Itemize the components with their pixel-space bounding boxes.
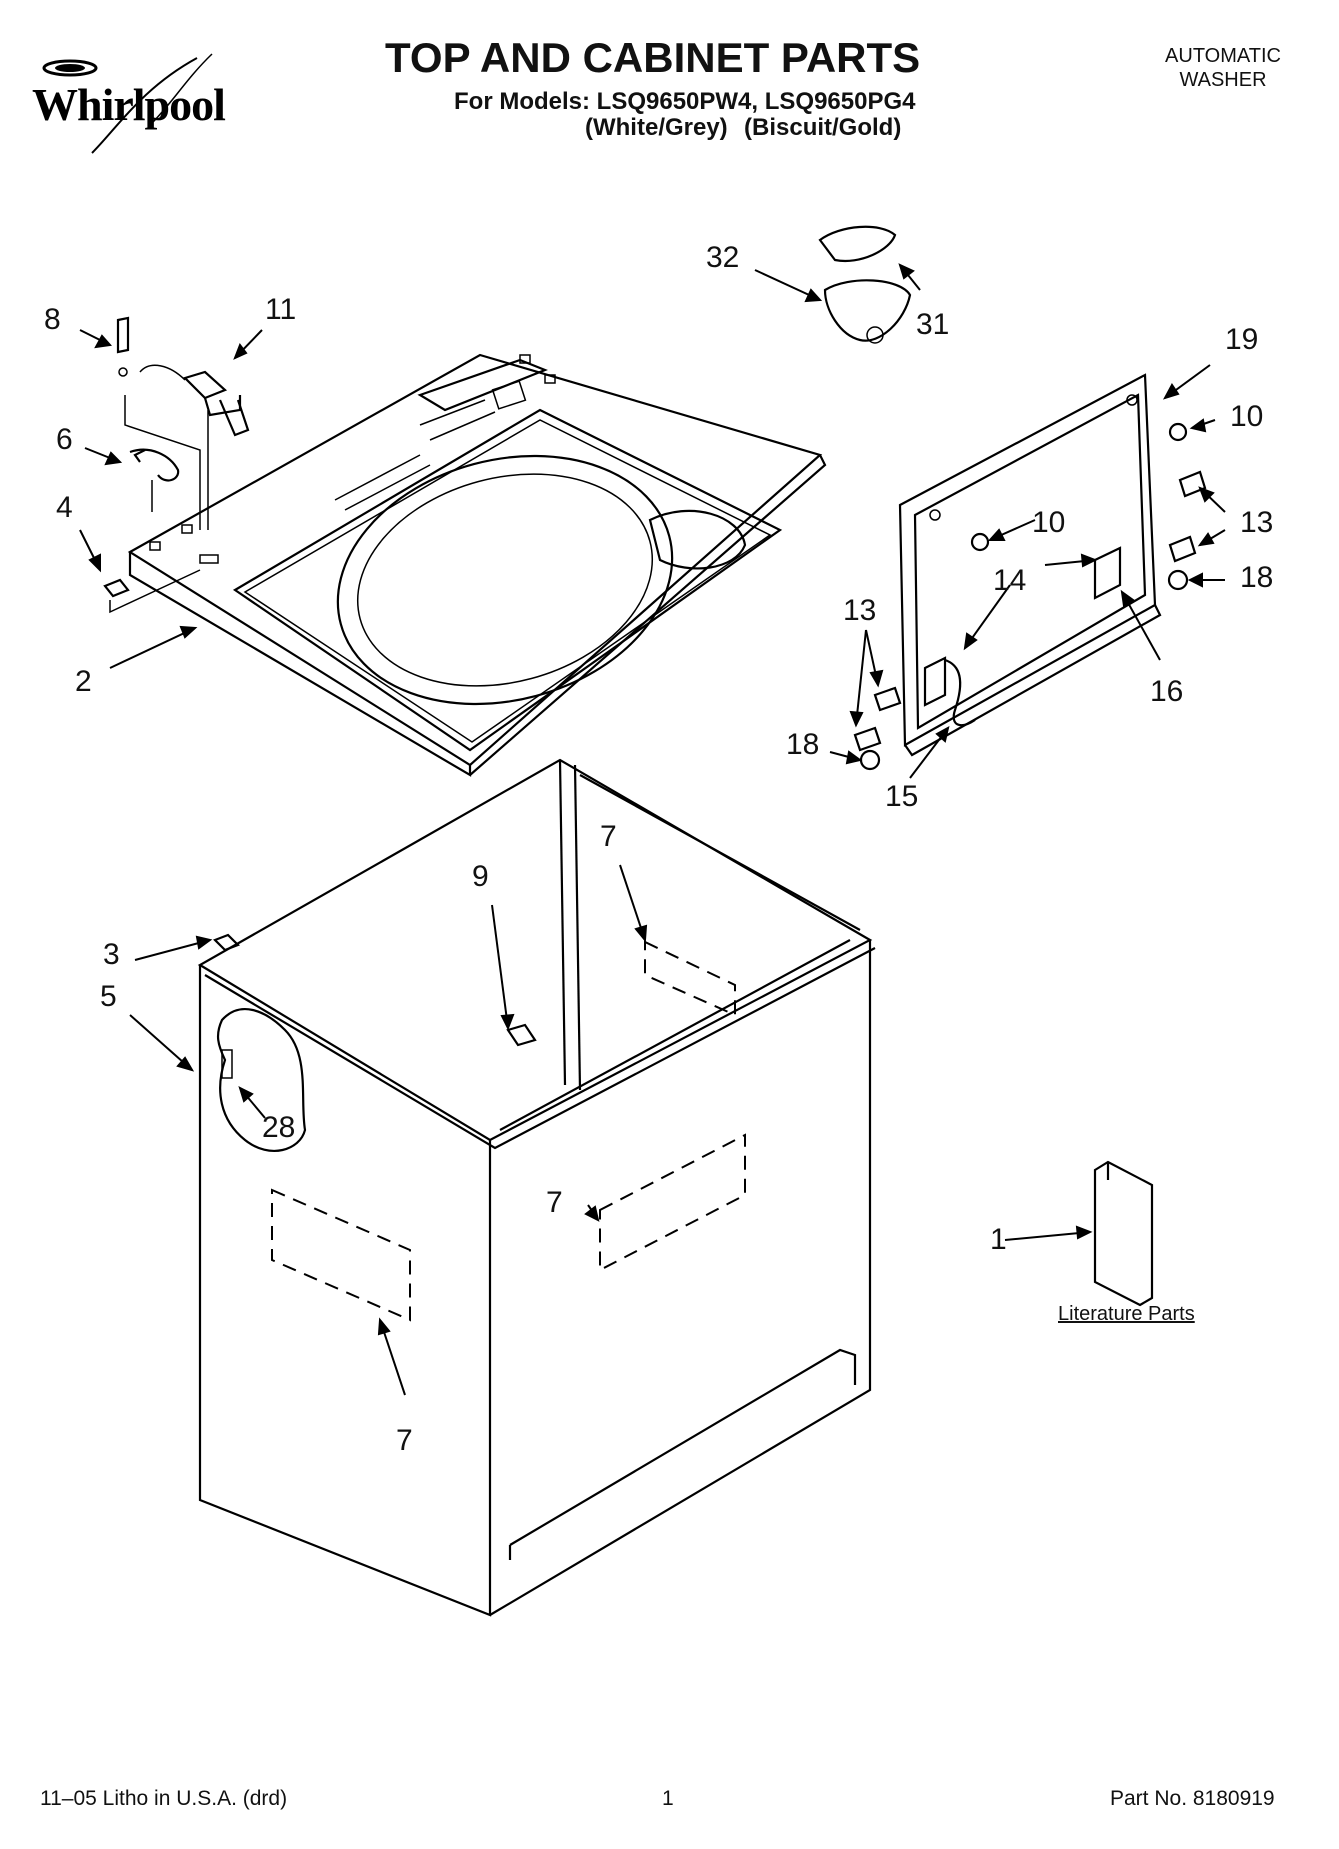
callout-8: 8: [44, 303, 61, 336]
appliance-type-line-2: WASHER: [1179, 69, 1267, 91]
top-panel: [127, 353, 827, 777]
footer-page-number: 1: [662, 1787, 674, 1810]
callout-10-inner: 10: [1032, 506, 1066, 539]
callout-13-right: 13: [1240, 506, 1274, 539]
callout-7-right: 7: [546, 1186, 563, 1219]
callout-7-back: 7: [600, 820, 617, 853]
appliance-type-line-1: AUTOMATIC: [1165, 45, 1281, 67]
model-numbers: For Models: LSQ9650PW4, LSQ9650PG4: [454, 88, 916, 115]
callout-10-top: 10: [1230, 400, 1264, 433]
cabinet: [197, 758, 876, 1617]
callout-28: 28: [262, 1111, 296, 1144]
callout-31: 31: [916, 308, 950, 341]
callout-4: 4: [56, 491, 73, 524]
callout-5: 5: [100, 980, 117, 1013]
whirlpool-logo: [42, 53, 213, 154]
literature-parts-booklet: [1093, 1160, 1154, 1307]
lid-assembly: [818, 225, 1207, 771]
page-title: TOP AND CABINET PARTS: [385, 34, 921, 81]
callout-13-left: 13: [843, 594, 877, 627]
callout-16: 16: [1150, 675, 1184, 708]
callout-3: 3: [103, 938, 120, 971]
footer-part-number: Part No. 8180919: [1110, 1787, 1275, 1810]
callout-15: 15: [885, 780, 919, 813]
callout-32: 32: [706, 241, 740, 274]
callout-7-front: 7: [396, 1424, 413, 1457]
callout-1: 1: [990, 1223, 1007, 1256]
callout-11: 11: [265, 293, 297, 326]
callout-2: 2: [75, 665, 92, 698]
footer-litho: 11–05 Litho in U.S.A. (drd): [40, 1787, 288, 1810]
brand-name: Whirlpool: [32, 79, 226, 130]
callout-14: 14: [993, 564, 1027, 597]
callout-9: 9: [472, 860, 489, 893]
color-white-grey: (White/Grey): [585, 114, 728, 141]
lid-switch-assembly: [103, 316, 250, 614]
callout-18-right: 18: [1240, 561, 1274, 594]
callout-19: 19: [1225, 323, 1259, 356]
leader-arrows: [79, 263, 1226, 1396]
callout-18-left: 18: [786, 728, 820, 761]
color-biscuit-gold: (Biscuit/Gold): [744, 114, 902, 141]
callout-6: 6: [56, 423, 73, 456]
literature-parts-label: Literature Parts: [1058, 1303, 1195, 1325]
appliance-type: AUTOMATIC WASHER: [1158, 44, 1288, 92]
